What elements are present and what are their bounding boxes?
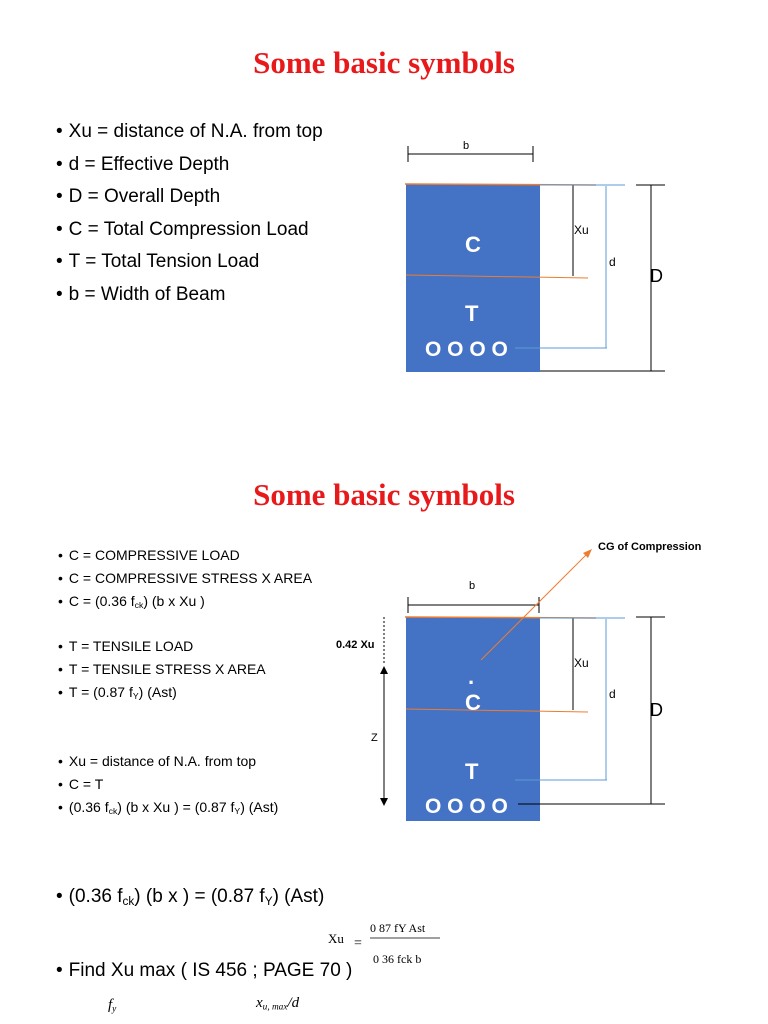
lever-label: 0.42 Xu [336,639,375,651]
formula-lhs: Xu [328,931,344,946]
bullet-t-stress: T = TENSILE STRESS X AREA [58,658,266,681]
fy-symbol: fy [108,997,117,1015]
rebar-label-2: O O O O [425,795,508,818]
bullet-d: d = Effective Depth [56,149,323,182]
bullet-c-load: C = COMPRESSIVE LOAD [58,544,312,567]
d-label-2: d [609,687,616,701]
bullet-xu-def: Xu = distance of N.A. from top [58,750,278,773]
slide2-equilibrium-list: Xu = distance of N.A. from top C = T (0.… [58,750,278,819]
bullet-T: T = Total Tension Load [56,246,323,279]
T-label: T [465,301,479,326]
formula-numerator: 0 87 fY Ast [370,921,426,935]
bullet-xu: Xu = distance of N.A. from top [56,116,323,149]
bullet-find-xu-max: Find Xu max ( IS 456 ; PAGE 70 ) [56,960,353,982]
bullet-c-equals-t: C = T [58,773,278,796]
slide2-compression-list: C = COMPRESSIVE LOAD C = COMPRESSIVE STR… [58,544,312,613]
bullet-C: C = Total Compression Load [56,214,323,247]
xu-max-ratio: xu, max/d [256,995,300,1013]
slide1-bullet-list: Xu = distance of N.A. from top d = Effec… [56,116,323,311]
slide2-tension-list: T = TENSILE LOAD T = TENSILE STRESS X AR… [58,635,266,704]
z-label: Z [371,732,378,744]
beam-section-2 [406,617,540,821]
bullet-D: D = Overall Depth [56,181,323,214]
cg-dot: . [468,664,474,689]
b-label: b [463,140,469,152]
T-label-2: T [465,759,479,784]
formula-denominator: 0 36 fck b [373,952,421,966]
formula-eq: = [354,936,362,951]
bullet-c-formula: C = (0.36 fck) (b x Xu ) [58,590,312,613]
D-label: D [650,266,663,286]
rebar-label: O O O O [425,338,508,361]
beam-section [406,184,540,372]
slide2-title: Some basic symbols [253,477,515,512]
bullet-equation: (0.36 fck) (b x ) = (0.87 fY) (Ast) [56,886,325,908]
cg-pointer [480,552,589,661]
bullet-c-stress: C = COMPRESSIVE STRESS X AREA [58,567,312,590]
slide1-title: Some basic symbols [253,45,515,80]
cg-label: CG of Compression [598,541,702,553]
bullet-b: b = Width of Beam [56,279,323,312]
d-label: d [609,255,616,269]
bullet-equilibrium: (0.36 fck) (b x Xu ) = (0.87 fY) (Ast) [58,796,278,819]
xu-label-2: Xu [574,656,589,670]
neutral-axis [405,274,589,279]
C-label: C [465,232,481,257]
xu-label: Xu [574,223,589,237]
b-label-2: b [469,580,475,592]
C-label-2: C [465,690,481,715]
bullet-t-load: T = TENSILE LOAD [58,635,266,658]
bullet-t-formula: T = (0.87 fY) (Ast) [58,681,266,704]
D-label-2: D [650,700,663,720]
